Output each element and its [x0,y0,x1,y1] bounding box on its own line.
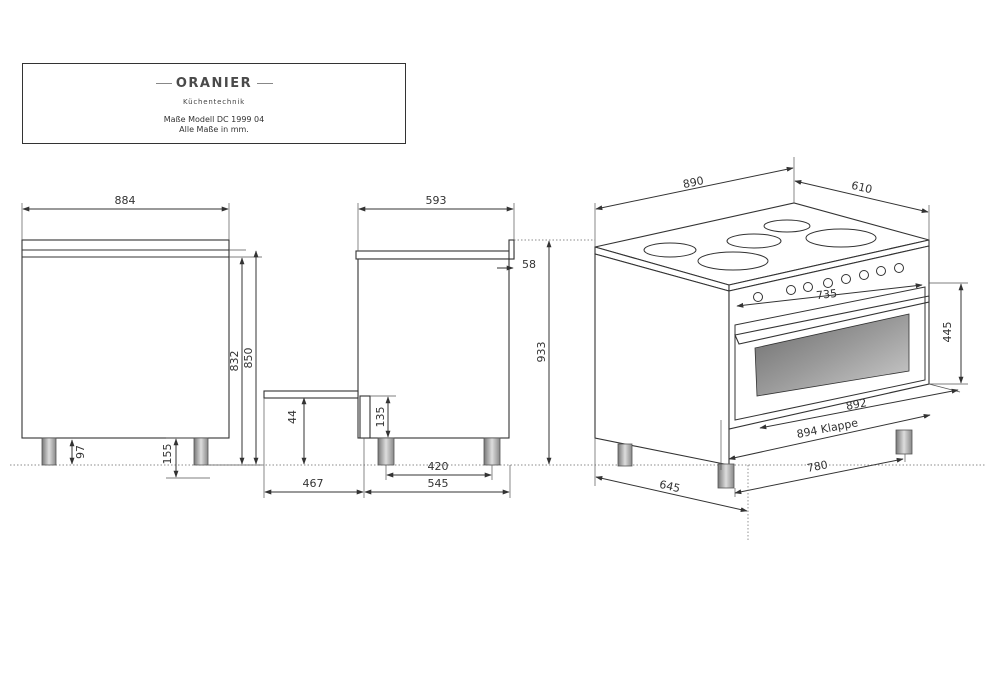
iso-hotplate-4 [805,228,877,248]
dim-610-label: 610 [850,179,873,196]
dim-44-label: 44 [286,410,299,424]
dim-890-line [595,166,794,211]
dim-420-label: 420 [428,460,449,473]
side-foot-front [377,437,395,466]
dim-97-label: 97 [74,445,87,459]
iso-hotplate-1 [643,242,697,258]
units-line: Alle Maße in mm. [179,125,249,134]
dim-645-line [595,475,748,513]
dim-892-label: 892 [845,396,868,413]
iso-foot-right [895,429,913,455]
side-door-hinge [359,395,371,439]
side-back-rail [508,239,515,260]
brand-rule-left [156,83,172,84]
dim-894-line [728,413,931,461]
dim-467-label: 467 [303,477,324,490]
iso-knob-7 [876,266,886,276]
side-foot-back [483,437,501,466]
dim-735-line [736,283,923,308]
iso-knob-8 [894,263,904,273]
front-foot-right [193,437,209,466]
front-body [21,239,230,439]
dim-545-label: 545 [428,477,449,490]
side-view: 593 58 933 44 135 420 467 545 [263,194,595,498]
dim-832-label: 832 [228,351,241,372]
iso-side-panel [594,253,730,466]
isometric-view: 735 890 610 445 892 894 Klappe [594,157,968,542]
dim-780-label: 780 [806,458,829,475]
dim-58-label: 58 [522,258,536,271]
iso-foot-left [617,443,633,467]
title-block: ORANIER Küchentechnik Maße Modell DC 199… [22,63,406,144]
front-foot-left [41,437,57,466]
model-line: Maße Modell DC 1999 04 [163,115,265,124]
dim-445-label: 445 [941,322,954,343]
iso-knob-6 [859,270,869,280]
iso-hotplate-2 [726,233,782,249]
side-body [357,258,510,439]
iso-oven-door [734,286,926,421]
dim-735-label: 735 [815,287,837,302]
iso-oven-window [754,313,910,397]
dim-645-label: 645 [658,478,681,495]
dim-155-label: 155 [161,444,174,465]
dim-780-line [734,457,904,495]
dim-610-line [794,180,929,213]
dim-884-label: 884 [115,194,136,207]
dim-850-label: 850 [242,348,255,369]
dim-593-label: 593 [426,194,447,207]
brand-rule-right [257,83,273,84]
dim-135-label: 135 [374,407,387,428]
iso-hotplate-5 [697,251,769,271]
brand-subtitle: Küchentechnik [183,98,245,106]
side-open-door [263,390,359,399]
side-hob-plate [355,250,515,260]
iso-hotplate-3 [763,219,811,233]
iso-foot-front [717,463,735,489]
brand-logo: ORANIER [175,76,253,91]
front-view: 884 832 850 97 155 [21,194,262,479]
iso-door-handle [734,295,930,345]
dim-933-label: 933 [535,342,548,363]
dim-890-label: 890 [682,174,705,191]
